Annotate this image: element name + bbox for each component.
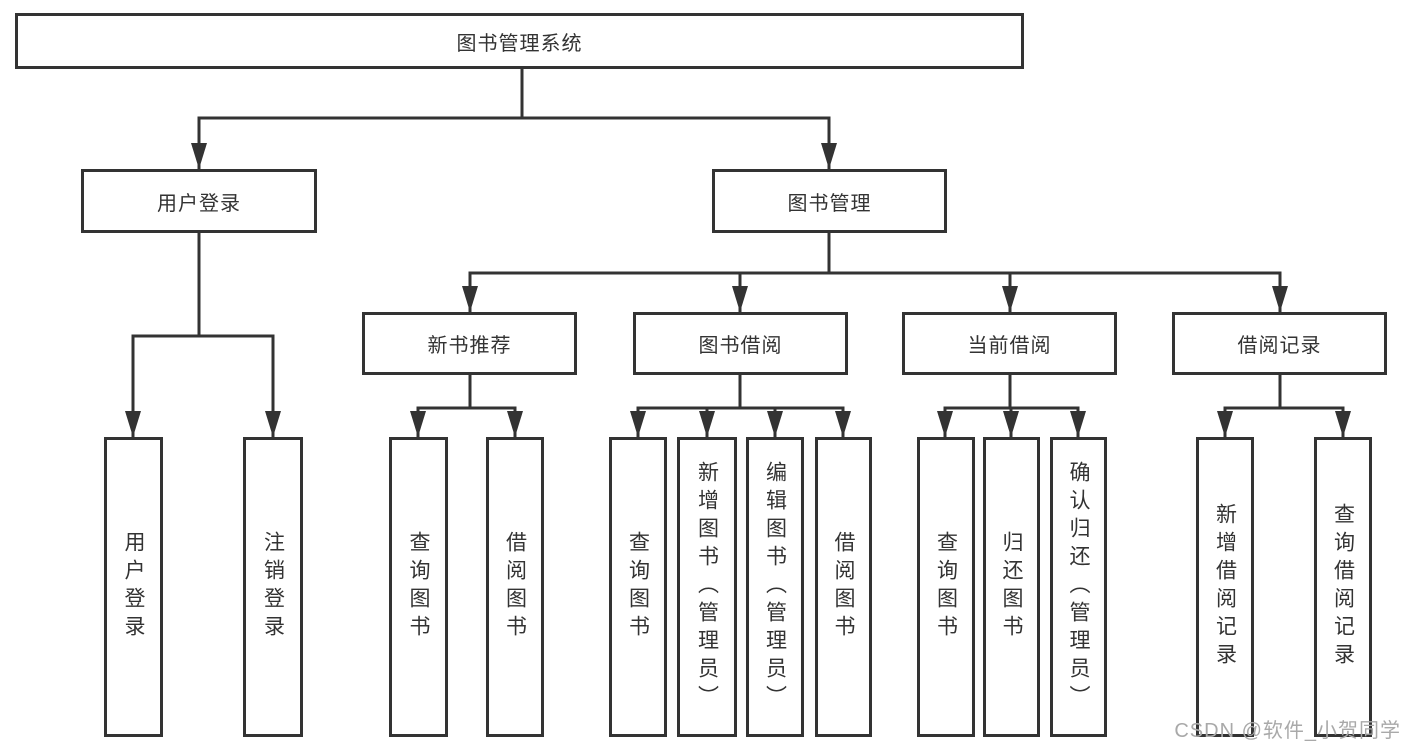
node-book-management-group: 图书管理	[712, 169, 947, 233]
node-label: 借阅图书	[503, 531, 527, 643]
node-leaf-query-borrow-record: 查询借阅记录	[1314, 437, 1372, 737]
arrowhead-down-icon	[835, 411, 851, 437]
arrowhead-down-icon	[265, 411, 281, 437]
arrowhead-down-icon	[191, 143, 207, 169]
arrowhead-down-icon	[410, 411, 426, 437]
node-label: 图书管理	[787, 192, 872, 215]
arrowhead-down-icon	[125, 411, 141, 437]
arrowhead-down-icon	[1217, 411, 1233, 437]
node-leaf-confirm-return-admin: 确认归还（管理员）	[1050, 437, 1107, 737]
node-leaf-return-books: 归还图书	[983, 437, 1040, 737]
node-leaf-logout: 注销登录	[243, 437, 303, 737]
node-label: 用户登录	[157, 192, 241, 215]
node-root-library-management-system: 图书管理系统	[15, 13, 1024, 69]
node-label: 新增图书（管理员）	[695, 461, 719, 713]
node-leaf-add-books-admin: 新增图书（管理员）	[677, 437, 737, 737]
node-leaf-query-books-current: 查询图书	[917, 437, 975, 737]
arrowhead-down-icon	[821, 143, 837, 169]
node-new-book-recommend-group: 新书推荐	[362, 312, 577, 375]
node-user-login-group: 用户登录	[81, 169, 317, 233]
node-label: 注销登录	[261, 531, 285, 643]
arrowhead-down-icon	[462, 286, 478, 312]
node-label: 图书管理系统	[456, 32, 583, 55]
arrowhead-down-icon	[699, 411, 715, 437]
arrowhead-down-icon	[937, 411, 953, 437]
arrowhead-down-icon	[1003, 411, 1019, 437]
node-label: 借阅记录	[1237, 335, 1322, 357]
arrowhead-down-icon	[507, 411, 523, 437]
node-label: 确认归还（管理员）	[1067, 461, 1090, 713]
node-leaf-query-books-recommend: 查询图书	[389, 437, 448, 737]
arrowhead-down-icon	[630, 411, 646, 437]
node-label: 查询图书	[626, 531, 650, 643]
node-label: 查询图书	[407, 531, 430, 643]
node-leaf-edit-books-admin: 编辑图书（管理员）	[746, 437, 804, 737]
node-label: 借阅图书	[832, 531, 855, 643]
arrowhead-down-icon	[1002, 286, 1018, 312]
node-label: 编辑图书（管理员）	[763, 461, 787, 713]
node-leaf-user-login: 用户登录	[104, 437, 163, 737]
arrowhead-down-icon	[732, 286, 748, 312]
node-label: 用户登录	[122, 531, 145, 643]
node-label: 新增借阅记录	[1213, 503, 1237, 671]
watermark: CSDN @软件_小贺同学	[1174, 720, 1401, 742]
node-label: 图书借阅	[698, 335, 783, 357]
node-label: 归还图书	[1000, 531, 1023, 643]
node-leaf-query-books-borrow: 查询图书	[609, 437, 667, 737]
node-book-borrow-group: 图书借阅	[633, 312, 848, 375]
arrowhead-down-icon	[767, 411, 783, 437]
node-label: 查询借阅记录	[1331, 503, 1355, 671]
arrowhead-down-icon	[1272, 286, 1288, 312]
arrowhead-down-icon	[1070, 411, 1086, 437]
node-borrow-record-group: 借阅记录	[1172, 312, 1387, 375]
node-leaf-borrow-books-borrow: 借阅图书	[815, 437, 872, 737]
node-leaf-borrow-books-recommend: 借阅图书	[486, 437, 544, 737]
node-label: 新书推荐	[427, 335, 512, 357]
node-current-borrow-group: 当前借阅	[902, 312, 1117, 375]
node-label: 查询图书	[934, 531, 958, 643]
arrowhead-down-icon	[1335, 411, 1351, 437]
node-leaf-add-borrow-record: 新增借阅记录	[1196, 437, 1254, 737]
node-label: 当前借阅	[967, 335, 1052, 357]
